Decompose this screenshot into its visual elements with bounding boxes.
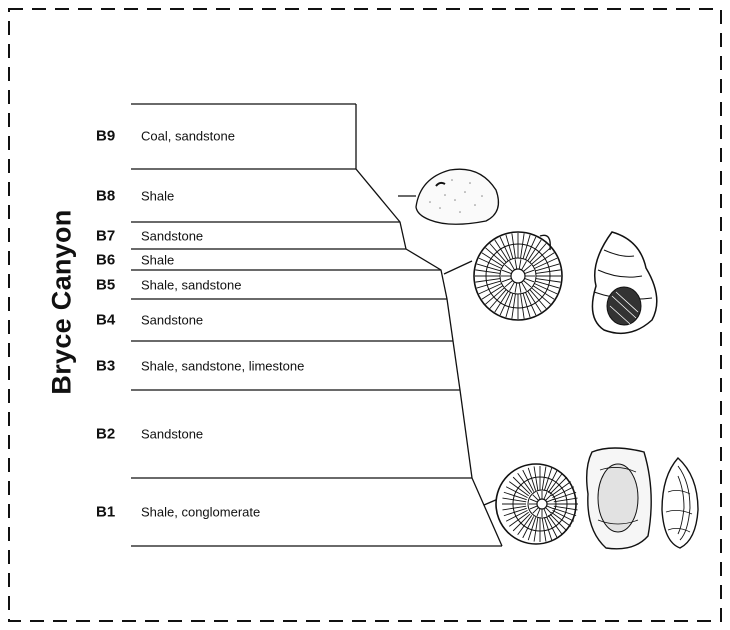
layer-code-b3: B3 xyxy=(96,357,115,374)
ammonite-upper-icon xyxy=(474,232,562,320)
oyster-icon xyxy=(587,448,652,549)
layer-code-b2: B2 xyxy=(96,426,115,443)
gastropod-icon xyxy=(592,232,656,333)
layer-rock-b1: Shale, conglomerate xyxy=(141,505,260,520)
sea-urchin-icon xyxy=(416,169,498,224)
layer-code-b4: B4 xyxy=(96,312,115,329)
layer-rock-b4: Sandstone xyxy=(141,313,203,328)
cliff-profile xyxy=(356,104,502,546)
ammonite-lower-icon xyxy=(496,464,578,544)
layer-rock-b2: Sandstone xyxy=(141,427,203,442)
layer-rock-b8: Shale xyxy=(141,188,174,203)
layer-code-b5: B5 xyxy=(96,276,115,293)
connector-b6 xyxy=(444,261,472,274)
layer-rock-b7: Sandstone xyxy=(141,228,203,243)
layer-code-b9: B9 xyxy=(96,127,115,144)
layer-code-b6: B6 xyxy=(96,251,115,268)
layer-rock-b3: Shale, sandstone, limestone xyxy=(141,358,304,373)
layer-rock-b6: Shale xyxy=(141,252,174,267)
layer-code-b8: B8 xyxy=(96,187,115,204)
layer-rock-b5: Shale, sandstone xyxy=(141,277,241,292)
layer-code-b7: B7 xyxy=(96,227,115,244)
layer-rock-b9: Coal, sandstone xyxy=(141,128,235,143)
layer-code-b1: B1 xyxy=(96,504,115,521)
clam-icon xyxy=(662,458,698,548)
